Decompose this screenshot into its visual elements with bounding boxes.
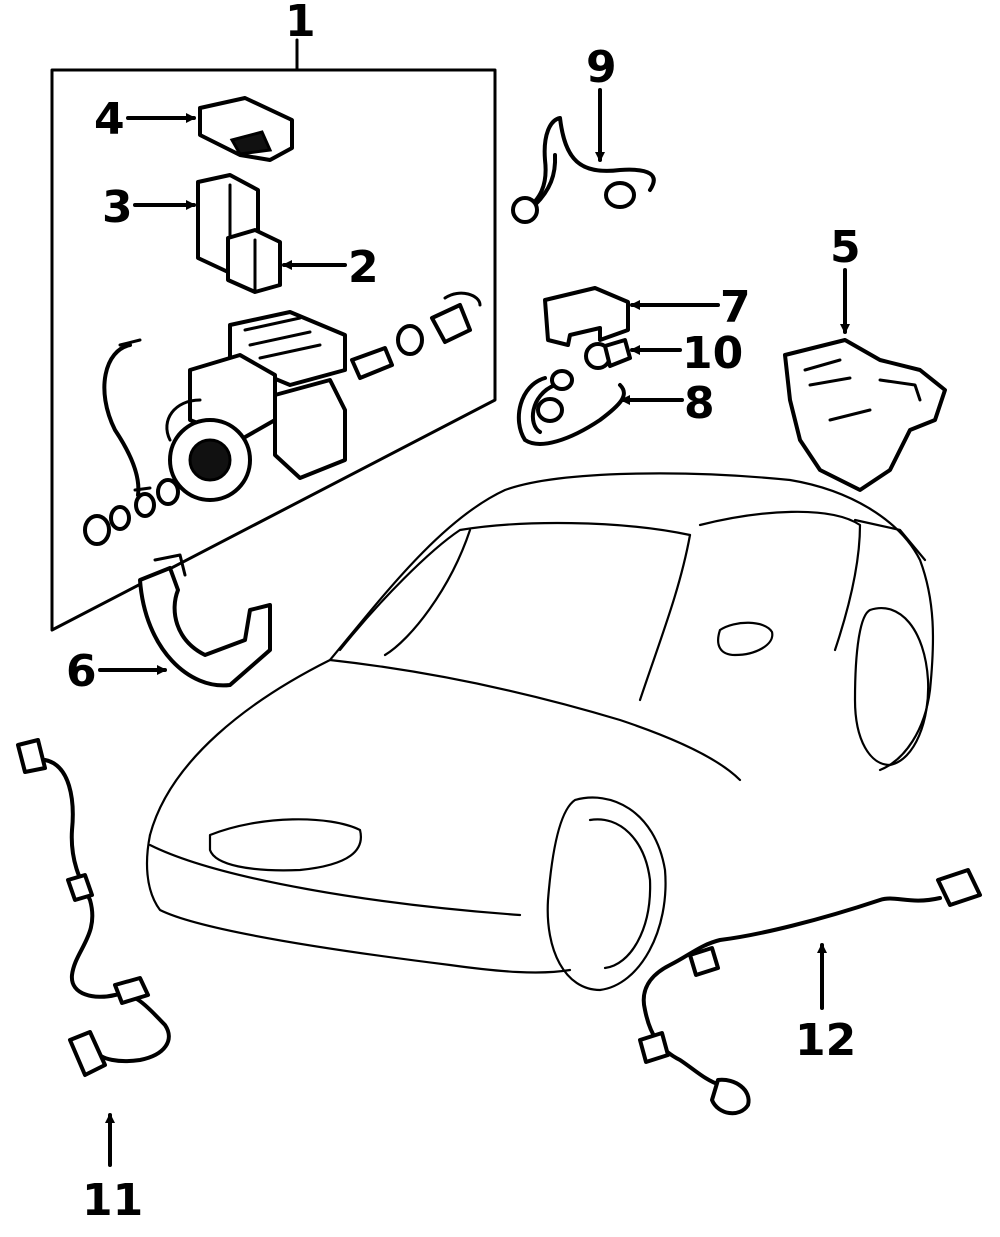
part-11-wheel-sensor xyxy=(16,738,171,1077)
part-10-fitting xyxy=(584,338,632,370)
fittings-right xyxy=(350,291,482,380)
callout-2: 2 xyxy=(348,242,379,293)
part-9-brake-pipe xyxy=(511,116,656,224)
abs-modulator xyxy=(165,310,347,502)
callout-11: 11 xyxy=(82,1175,143,1226)
callout-10: 10 xyxy=(682,328,743,379)
part-4-relay-cover xyxy=(198,96,294,162)
callout-3: 3 xyxy=(102,182,133,233)
callout-9: 9 xyxy=(586,42,617,93)
part-5-shield xyxy=(783,338,947,492)
module-assembly-box xyxy=(50,38,497,632)
part-12-wheel-sensor xyxy=(638,868,982,1116)
brake-line-left xyxy=(102,338,152,497)
callout-7: 7 xyxy=(720,282,751,333)
fittings-left xyxy=(83,478,180,546)
callout-12: 12 xyxy=(795,1015,856,1066)
callout-8: 8 xyxy=(684,378,715,429)
part-7-bracket xyxy=(543,286,630,347)
callout-6: 6 xyxy=(66,646,97,697)
part-6-bracket xyxy=(138,553,272,688)
callout-5: 5 xyxy=(830,222,861,273)
part-2-relay xyxy=(226,228,282,294)
part-8-pipe xyxy=(516,369,626,446)
car-outline xyxy=(145,472,935,992)
callout-4: 4 xyxy=(94,94,125,145)
callout-1: 1 xyxy=(285,0,316,47)
callout-arrows xyxy=(98,88,850,1167)
callout-labels: 1 4 3 2 6 9 5 7 10 8 11 12 xyxy=(66,0,861,1226)
